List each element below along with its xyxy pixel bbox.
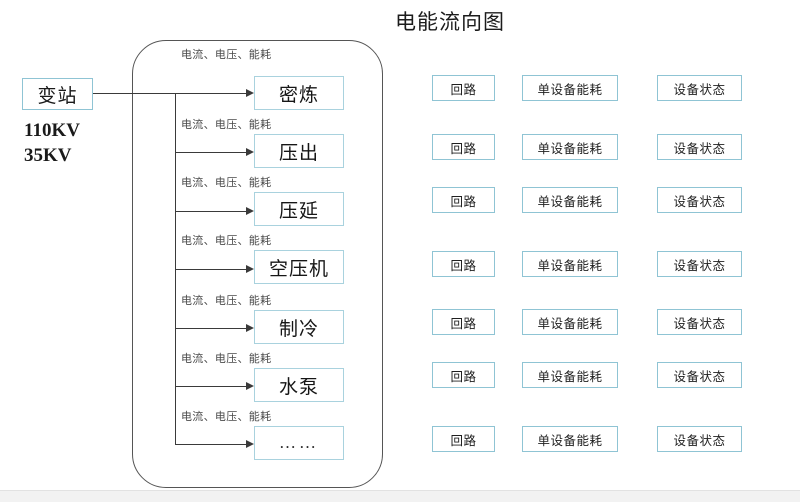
process-node-label: 密炼: [278, 84, 319, 106]
process-node[interactable]: 空压机: [254, 250, 344, 284]
branch-line: [175, 386, 247, 387]
flow-metric-label: 电流、电压、能耗: [181, 295, 272, 307]
tag-device-energy[interactable]: 单设备能耗: [522, 426, 618, 452]
tag-device-status-label: 设备状态: [673, 316, 726, 331]
flow-metric-label: 电流、电压、能耗: [181, 411, 272, 423]
tag-circuit-label: 回路: [450, 82, 477, 97]
process-node-label: 空压机: [268, 258, 329, 280]
process-node[interactable]: 压出: [254, 134, 344, 168]
page-title: 电能流向图: [395, 10, 505, 34]
tag-device-status-label: 设备状态: [673, 141, 726, 156]
tag-device-energy-label: 单设备能耗: [537, 433, 603, 448]
branch-line: [175, 269, 247, 270]
process-node-label: 水泵: [278, 376, 319, 398]
branch-line: [175, 328, 247, 329]
arrow-right-icon: [246, 382, 254, 390]
tag-device-status[interactable]: 设备状态: [657, 187, 742, 213]
arrow-right-icon: [246, 265, 254, 273]
tag-circuit[interactable]: 回路: [432, 75, 495, 101]
flow-metric-label: 电流、电压、能耗: [181, 177, 272, 189]
tag-device-status[interactable]: 设备状态: [657, 362, 742, 388]
process-node[interactable]: 水泵: [254, 368, 344, 402]
arrow-right-icon: [246, 89, 254, 97]
process-node[interactable]: 压延: [254, 192, 344, 226]
tag-device-energy-label: 单设备能耗: [537, 82, 603, 97]
arrow-right-icon: [246, 148, 254, 156]
process-node[interactable]: ……: [254, 426, 344, 460]
tag-circuit-label: 回路: [450, 433, 477, 448]
tag-circuit[interactable]: 回路: [432, 187, 495, 213]
tag-device-energy[interactable]: 单设备能耗: [522, 134, 618, 160]
tag-device-energy[interactable]: 单设备能耗: [522, 75, 618, 101]
process-node[interactable]: 密炼: [254, 76, 344, 110]
tag-circuit[interactable]: 回路: [432, 309, 495, 335]
process-node-label: 制冷: [278, 318, 319, 340]
arrow-right-icon: [246, 207, 254, 215]
tag-circuit-label: 回路: [450, 369, 477, 384]
voltage-level-labels: 110KV 35KV: [24, 118, 80, 168]
branch-line: [175, 93, 247, 94]
tag-device-status[interactable]: 设备状态: [657, 426, 742, 452]
tag-circuit[interactable]: 回路: [432, 251, 495, 277]
tag-device-energy-label: 单设备能耗: [537, 369, 603, 384]
tag-device-energy-label: 单设备能耗: [537, 316, 603, 331]
tag-device-status[interactable]: 设备状态: [657, 251, 742, 277]
tag-device-status[interactable]: 设备状态: [657, 75, 742, 101]
footer-band: [0, 490, 800, 502]
tag-circuit-label: 回路: [450, 141, 477, 156]
branch-line: [175, 444, 247, 445]
tag-device-status-label: 设备状态: [673, 258, 726, 273]
tag-circuit[interactable]: 回路: [432, 134, 495, 160]
tag-circuit-label: 回路: [450, 258, 477, 273]
flow-metric-label: 电流、电压、能耗: [181, 119, 272, 131]
tag-device-energy[interactable]: 单设备能耗: [522, 251, 618, 277]
voltage-level-110kv: 110KV: [24, 120, 80, 141]
plant-group-container: [132, 40, 383, 488]
process-node[interactable]: 制冷: [254, 310, 344, 344]
arrow-right-icon: [246, 440, 254, 448]
tag-circuit[interactable]: 回路: [432, 362, 495, 388]
tag-device-energy[interactable]: 单设备能耗: [522, 362, 618, 388]
substation-label: 变站: [37, 85, 78, 107]
tag-device-status-label: 设备状态: [673, 194, 726, 209]
tag-device-energy-label: 单设备能耗: [537, 194, 603, 209]
substation-node[interactable]: 变站: [22, 78, 93, 110]
flow-metric-label: 电流、电压、能耗: [181, 235, 272, 247]
arrow-right-icon: [246, 324, 254, 332]
tag-device-status-label: 设备状态: [673, 82, 726, 97]
flow-metric-label: 电流、电压、能耗: [181, 353, 272, 365]
process-node-label: 压延: [278, 200, 319, 222]
feeder-line: [93, 93, 176, 94]
tag-device-status-label: 设备状态: [673, 369, 726, 384]
distribution-bus-line: [175, 93, 176, 444]
voltage-level-35kv: 35KV: [24, 145, 72, 166]
tag-device-energy[interactable]: 单设备能耗: [522, 309, 618, 335]
tag-device-status-label: 设备状态: [673, 433, 726, 448]
tag-device-status[interactable]: 设备状态: [657, 309, 742, 335]
branch-line: [175, 152, 247, 153]
tag-device-energy-label: 单设备能耗: [537, 141, 603, 156]
tag-device-status[interactable]: 设备状态: [657, 134, 742, 160]
process-node-label: 压出: [278, 142, 319, 164]
process-node-label: ……: [279, 433, 319, 452]
tag-circuit[interactable]: 回路: [432, 426, 495, 452]
flow-metric-label: 电流、电压、能耗: [181, 49, 272, 61]
tag-circuit-label: 回路: [450, 194, 477, 209]
tag-circuit-label: 回路: [450, 316, 477, 331]
branch-line: [175, 211, 247, 212]
tag-device-energy-label: 单设备能耗: [537, 258, 603, 273]
tag-device-energy[interactable]: 单设备能耗: [522, 187, 618, 213]
